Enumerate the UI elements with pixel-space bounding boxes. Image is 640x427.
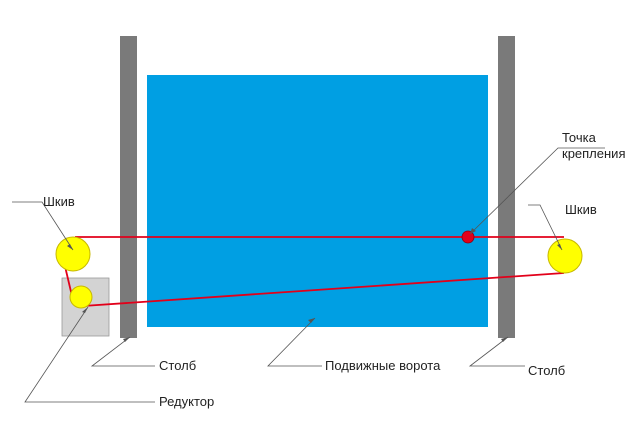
arrowhead-gate [308,318,315,323]
arrowhead-gearbox [82,307,88,313]
arrowhead-pulley-right [557,244,562,250]
arrowhead-attach-point [470,228,476,234]
right-post [498,36,515,338]
leader-pulley-right [528,204,563,251]
label-pulley-left: Шкив [43,194,75,209]
left-post [120,36,137,338]
leader-gate [267,317,322,367]
arrowhead-post-right [501,337,508,342]
label-attach-line1: Точка [562,130,597,145]
label-post-right: Столб [528,363,565,378]
leader-post-left [90,336,155,367]
attachment-point [461,230,475,244]
right-pulley [547,238,583,274]
label-gate: Подвижные ворота [325,358,441,373]
leader-gearbox [24,306,155,403]
leader-pulley-left [12,201,74,251]
leader-lines [12,147,605,403]
leader-arrowheads [67,228,562,342]
label-pulley-right: Шкив [565,202,597,217]
arrowhead-post-left [123,337,130,342]
gearbox-pulley [69,285,93,309]
cable-bottom-run [82,272,565,307]
label-attach-line2: крепления [562,146,625,161]
label-post-left: Столб [159,358,196,373]
leader-attach-point [469,147,605,235]
sliding-gate [147,75,488,327]
label-gearbox: Редуктор [159,394,214,409]
left-pulley [55,236,91,272]
arrowhead-pulley-left [67,244,73,250]
leader-post-right [468,336,525,367]
